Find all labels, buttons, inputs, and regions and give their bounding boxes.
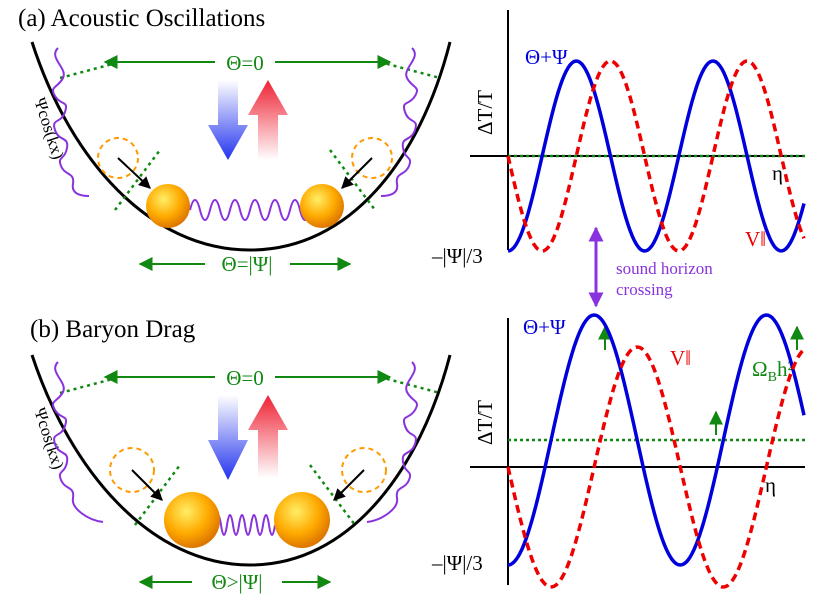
level-line-a-right (379, 60, 441, 80)
ball-left-a (146, 184, 190, 228)
ball-right-b (274, 492, 330, 548)
spring-right-a (380, 47, 418, 197)
tangent-left-a (114, 149, 161, 211)
panel-a-title: (a) Acoustic Oscillations (18, 5, 265, 32)
ball-right-a (300, 184, 344, 228)
orange-circle-left-b (109, 447, 155, 493)
plot-b-vel-label: V‖ (670, 346, 691, 370)
plot-b-ylabel: ΔT/T (473, 400, 497, 445)
orange-circle-left-a (97, 137, 139, 179)
plot-a-vel-label: V‖ (745, 227, 766, 251)
level-line-a (59, 60, 121, 80)
plot-a-temp-label: Θ+Ψ (525, 45, 568, 69)
spring-middle-b (214, 514, 276, 536)
baryon-subscript: B (768, 370, 777, 385)
tangent-right-b (309, 464, 356, 526)
pressure-arrow-b (248, 395, 288, 478)
gravity-arrow-a (208, 80, 248, 160)
plot-b: ΔT/T η –|Ψ|/3 Θ+Ψ V‖ ΩBh² (431, 313, 806, 589)
level-line-b (59, 375, 121, 395)
potential-label-a: Ψcos(kx) (30, 95, 68, 161)
plot-a-vel-curve (506, 59, 806, 253)
orange-circle-right-a (351, 137, 393, 179)
spring-right-b (366, 361, 418, 523)
ball-left-b (164, 492, 220, 548)
orange-circle-right-b (341, 447, 387, 493)
plot-b-xlabel: η (765, 473, 776, 497)
gravity-arrow-b (208, 395, 248, 480)
potential-well-a (30, 41, 452, 252)
plot-a: ΔT/T η –|Ψ|/3 Θ+Ψ V‖ (431, 10, 806, 268)
plot-b-temp-label: Θ+Ψ (523, 315, 566, 339)
plot-a-temp-curve (507, 59, 806, 253)
theta-bottom-label-a: Θ=|Ψ| (222, 252, 273, 276)
sound-horizon-line1: sound horizon (616, 259, 713, 278)
force-arrow-right-a (341, 157, 373, 189)
plot-a-xlabel: η (772, 161, 783, 185)
potential-well-b (30, 354, 452, 567)
theta-top-label-b: Θ=0 (226, 366, 264, 390)
plot-b-temp-curve (507, 313, 806, 567)
panel-b-well: (b) Baryon Drag Ψcos(kx) Θ=0 Θ>|Ψ| (30, 316, 452, 594)
sound-horizon-line2: crossing (616, 280, 673, 299)
panel-a-well: (a) Acoustic Oscillations Ψcos(kx) Θ=0 (18, 5, 452, 276)
theta-bottom-label-b: Θ>|Ψ| (212, 570, 263, 594)
force-arrow-left-a (117, 157, 151, 189)
plot-b-ytick: –|Ψ|/3 (431, 551, 483, 575)
pressure-arrow-a (248, 80, 288, 160)
force-arrow-left-b (131, 469, 163, 501)
spring-middle-a (189, 199, 311, 221)
force-arrow-right-b (333, 469, 365, 501)
level-line-b-right (379, 375, 441, 395)
spring-left-b (52, 361, 104, 523)
spring-left-a (52, 47, 90, 197)
panel-b-title: (b) Baryon Drag (30, 316, 196, 343)
potential-label-b: Ψcos(kx) (30, 405, 68, 471)
plot-b-vel-curve (506, 345, 806, 589)
plot-a-ylabel: ΔT/T (473, 90, 497, 135)
baryon-omega: Ω (752, 357, 768, 381)
theta-top-label-a: Θ=0 (226, 51, 264, 75)
sound-horizon-annotation: sound horizon crossing (588, 226, 713, 308)
plot-a-ytick: –|Ψ|/3 (431, 244, 483, 268)
